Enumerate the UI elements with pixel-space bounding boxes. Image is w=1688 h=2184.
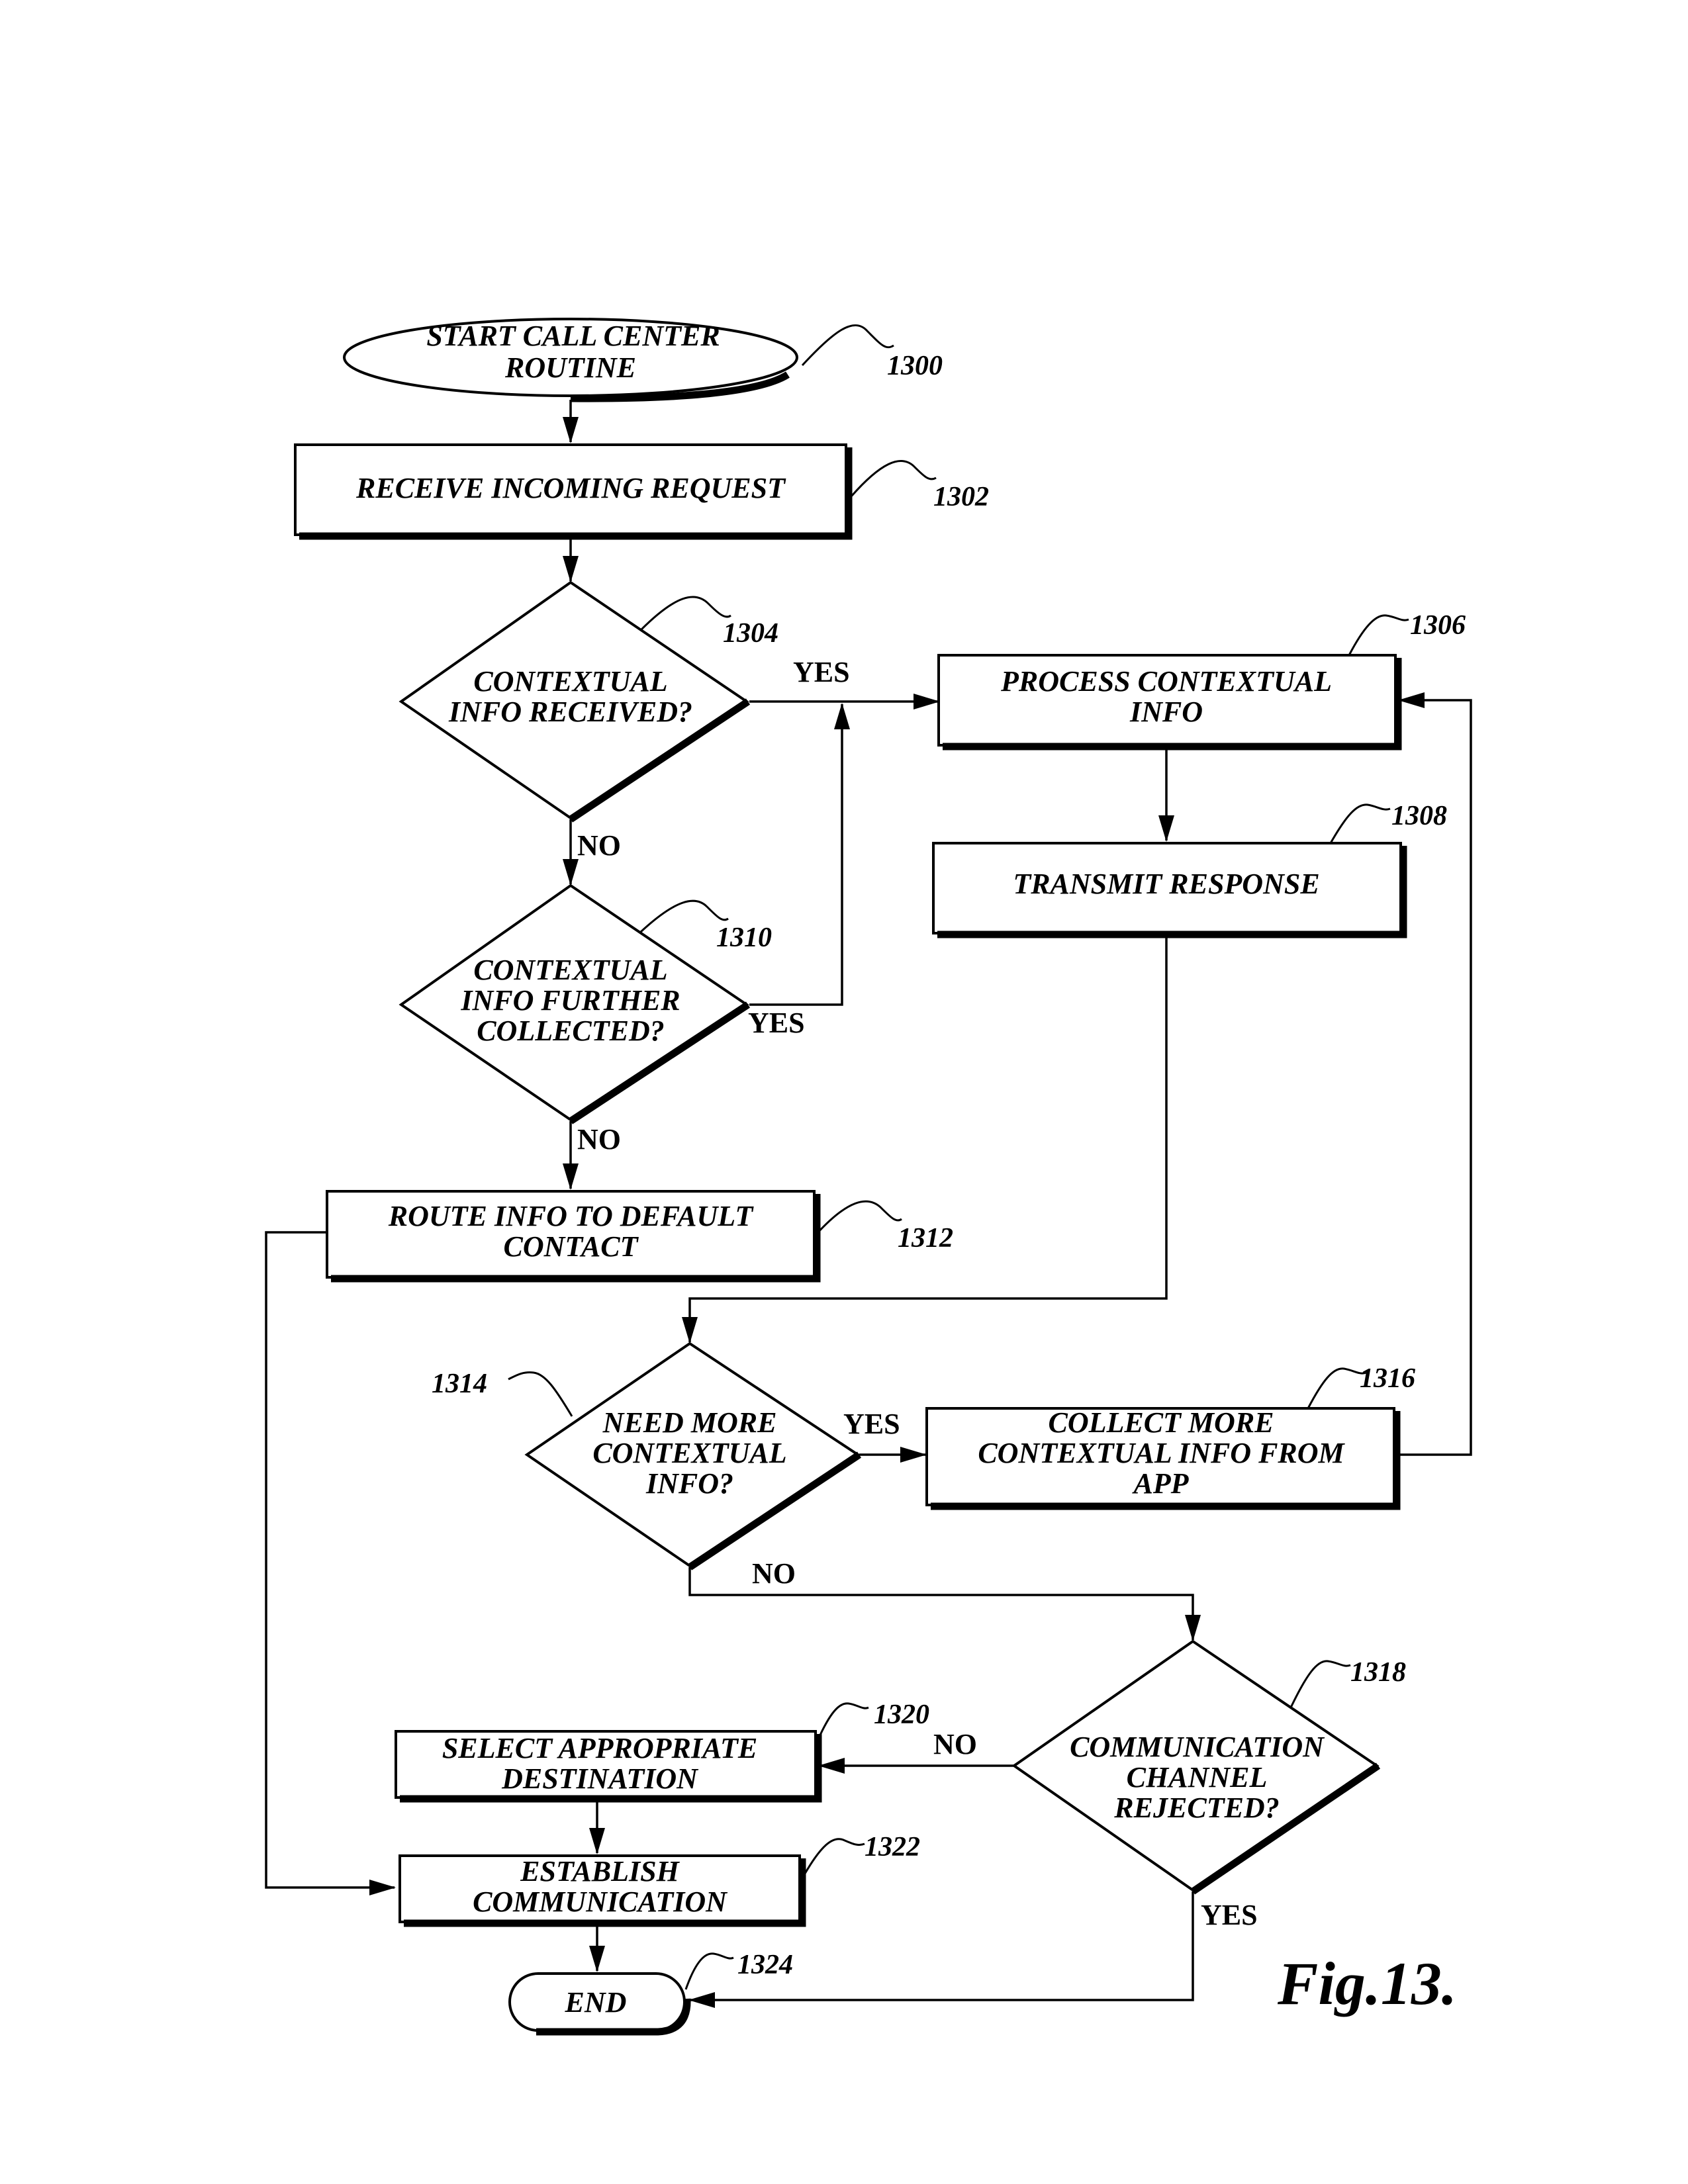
ref-1300: 1300 (887, 351, 943, 381)
edge-label-1310-yes: YES (748, 1007, 805, 1039)
node-1308-process: TRANSMIT RESPONSE (933, 843, 1403, 934)
node-1318-decision: COMMUNICATION CHANNEL REJECTED? (1014, 1641, 1378, 1891)
edge-label-1318-yes: YES (1201, 1899, 1258, 1931)
node-1320-process: SELECT APPROPRIATE DESTINATION (396, 1731, 818, 1799)
node-1316-label-line-2: CONTEXTUAL INFO FROM (978, 1437, 1345, 1469)
node-1304-label-line-1: CONTEXTUAL (473, 665, 667, 698)
node-1322-label-line-2: COMMUNICATION (473, 1886, 728, 1918)
leader-1316 (1308, 1369, 1366, 1408)
leader-1318 (1291, 1661, 1350, 1707)
node-1300-start: START CALL CENTER ROUTINE (344, 319, 797, 398)
node-1312-process: ROUTE INFO TO DEFAULT CONTACT (327, 1191, 817, 1279)
node-1300-label-line-1: START CALL CENTER (426, 320, 720, 352)
ref-1310: 1310 (716, 923, 772, 953)
ref-1320: 1320 (874, 1700, 929, 1730)
node-1316-label-line-1: COLLECT MORE (1048, 1406, 1274, 1439)
figure-label: Fig.13. (1277, 1950, 1457, 2017)
node-1304-label-line-2: INFO RECEIVED? (448, 696, 692, 728)
node-1306-process: PROCESS CONTEXTUAL INFO (939, 655, 1398, 747)
node-1310-label-line-2: INFO FURTHER (460, 984, 680, 1017)
node-1306-label-line-2: INFO (1129, 696, 1203, 728)
node-1322-label-line-1: ESTABLISH (520, 1855, 680, 1888)
leader-1320 (818, 1704, 868, 1739)
node-1316-label-line-3: APP (1131, 1467, 1189, 1500)
node-1310-label-line-1: CONTEXTUAL (473, 954, 667, 986)
edge-label-1314-no: NO (752, 1557, 796, 1590)
node-1316-process: COLLECT MORE CONTEXTUAL INFO FROM APP (927, 1406, 1397, 1506)
leader-1300 (802, 326, 894, 365)
edge-1312-1322 (266, 1232, 395, 1888)
leader-1304 (641, 597, 731, 630)
node-1318-label-line-3: REJECTED? (1113, 1792, 1279, 1824)
ref-1314: 1314 (432, 1369, 487, 1399)
ref-1302: 1302 (933, 482, 989, 512)
node-1314-decision: NEED MORE CONTEXTUAL INFO? (527, 1343, 859, 1567)
node-1304-decision: CONTEXTUAL INFO RECEIVED? (401, 582, 748, 819)
node-1318-label-line-2: CHANNEL (1127, 1761, 1268, 1794)
node-1324-label: END (565, 1986, 627, 2019)
leader-1302 (851, 461, 936, 496)
edge-label-1310-no: NO (577, 1123, 621, 1156)
node-1322-process: ESTABLISH COMMUNICATION (400, 1855, 802, 1923)
node-1318-label-line-1: COMMUNICATION (1070, 1731, 1325, 1763)
node-1302-process: RECEIVE INCOMING REQUEST (295, 445, 849, 536)
leader-1312 (817, 1201, 902, 1234)
node-1302-label: RECEIVE INCOMING REQUEST (355, 472, 786, 504)
leader-1322 (802, 1839, 865, 1878)
edge-label-1304-yes: YES (793, 656, 850, 688)
node-1310-label-line-3: COLLECTED? (477, 1015, 665, 1047)
leader-1314 (508, 1373, 572, 1416)
leader-1308 (1331, 805, 1390, 843)
node-1314-label-line-1: NEED MORE (602, 1406, 777, 1439)
node-1306-label-line-1: PROCESS CONTEXTUAL (1000, 665, 1332, 698)
leader-1324 (686, 1954, 733, 1989)
ref-1316: 1316 (1360, 1363, 1415, 1394)
node-1324-end: END (510, 1974, 687, 2032)
edge-label-1304-no: NO (577, 829, 621, 862)
node-1320-label-line-2: DESTINATION (501, 1762, 699, 1795)
ref-1324: 1324 (737, 1950, 793, 1980)
edge-label-1314-yes: YES (843, 1408, 900, 1440)
edge-label-1318-no: NO (933, 1728, 977, 1760)
ref-1304: 1304 (723, 618, 778, 649)
node-1312-label-line-2: CONTACT (504, 1230, 639, 1263)
node-1312-label-line-1: ROUTE INFO TO DEFAULT (388, 1200, 755, 1232)
node-1314-label-line-2: CONTEXTUAL (592, 1437, 786, 1469)
ref-1308: 1308 (1391, 801, 1447, 831)
ref-1306: 1306 (1410, 610, 1466, 641)
node-1300-label-line-2: ROUTINE (504, 351, 636, 384)
edge-1310-1306-yes (749, 704, 842, 1005)
node-1314-label-line-3: INFO? (645, 1467, 733, 1500)
node-1308-label: TRANSMIT RESPONSE (1013, 868, 1319, 900)
node-1320-label-line-1: SELECT APPROPRIATE (442, 1732, 757, 1764)
leader-1310 (641, 901, 728, 932)
ref-1322: 1322 (865, 1832, 920, 1862)
leader-1306 (1349, 615, 1409, 655)
ref-1318: 1318 (1350, 1657, 1406, 1688)
node-1310-decision: CONTEXTUAL INFO FURTHER COLLECTED? (401, 886, 748, 1121)
ref-1312: 1312 (898, 1223, 953, 1253)
